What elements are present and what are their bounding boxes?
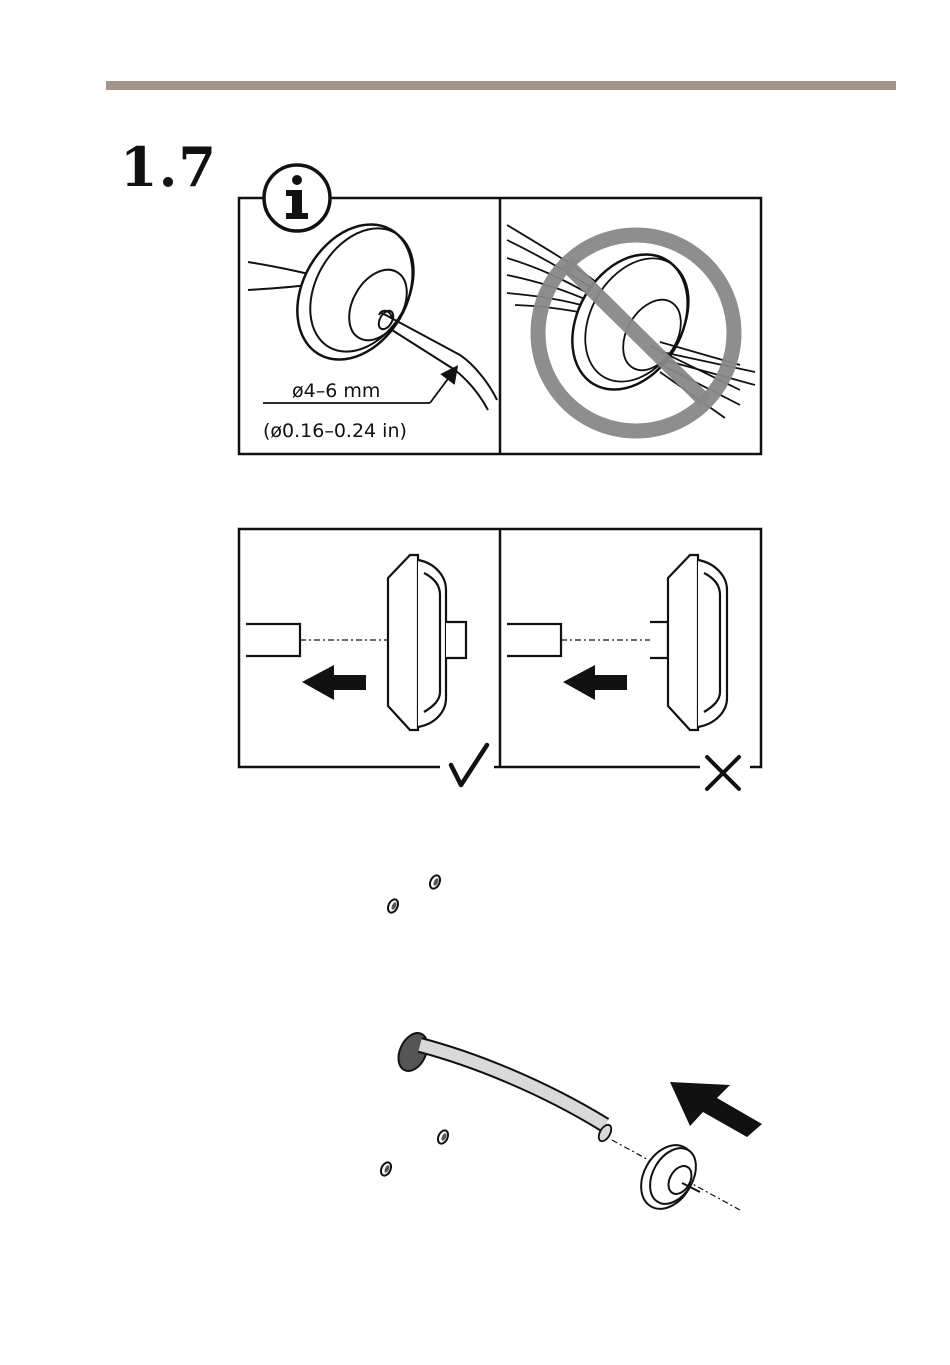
grommet-correct-orientation [246,555,466,730]
screw-holes-top [386,874,442,914]
cable-install-illustration [393,1028,762,1218]
grommet-direction-panel [239,529,761,789]
grommet-wrong-orientation [507,555,727,730]
arrow-left-wrong [563,665,627,700]
diameter-mm-label: ø4–6 mm [292,380,380,402]
info-icon [264,165,330,231]
diameter-in-label: (ø0.16–0.24 in) [263,420,407,442]
insertion-arrow [670,1082,762,1137]
cable-spec-panel: ø4–6 mm (ø0.16–0.24 in) [239,165,761,454]
grommet-small [630,1136,706,1219]
arrow-left-correct [302,665,366,700]
screw-holes-bottom [379,1129,450,1177]
